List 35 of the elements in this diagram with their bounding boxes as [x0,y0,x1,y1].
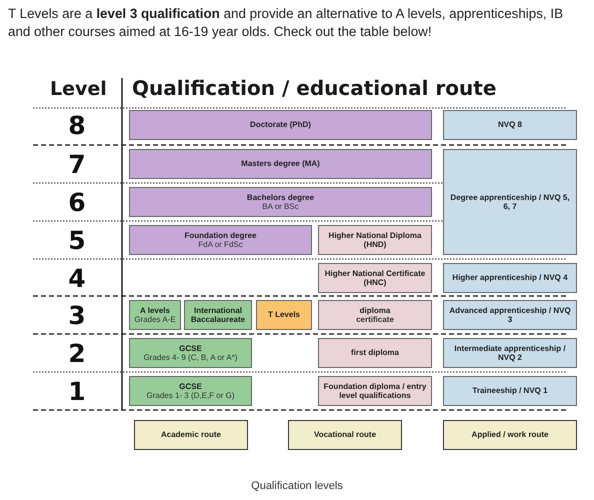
qualification-box: Doctorate (PhD) [129,110,432,140]
level-number: 6 [67,187,87,217]
level-number: 2 [67,338,87,368]
qualification-box: Higher National Certificate (HNC) [318,263,432,293]
qualification-box: GCSE Grades 1- 3 (D,E,F or G) [129,376,252,406]
column-heading: Level [50,78,107,100]
qualification-box: Masters degree (MA) [129,149,432,179]
qualification-box: Advanced apprenticeship / NVQ 3 [443,300,577,330]
column-heading: Qualification / educational route [132,76,496,100]
level-number: 1 [67,376,87,406]
qualification-box: Applied / work route [443,420,577,450]
qualification-box: Academic route [134,420,248,450]
qualification-box: Bachelors degree BA or BSc [129,187,432,217]
level-number: 8 [67,110,87,140]
level-number: 3 [67,300,87,330]
intro-paragraph: T Levels are a level 3 qualification and provide an alternative to A levels, apprenticeships, IB and other courses aimed at 16-19 year olds. Check out the table below! [8,5,564,41]
caption: Qualification levels [250,480,344,492]
qualification-box: Vocational route [288,420,402,450]
qualification-box: Foundation diploma / entry level qualifications [318,376,432,406]
qualification-box: Intermediate apprenticeship / NVQ 2 [443,338,577,368]
level-number: 5 [67,225,87,255]
qualification-box: Foundation degree FdA or FdSc [129,225,312,255]
qualification-box: GCSE Grades 4- 9 (C, B, A or A*) [129,338,252,368]
level-number: 7 [67,149,87,179]
qualification-box: Traineeship / NVQ 1 [443,376,577,406]
qualification-box: NVQ 8 [443,110,577,140]
qualification-box: diploma certificate [318,300,432,330]
level-number: 4 [67,263,87,293]
qualification-box: Degree apprenticeship / NVQ 5, 6, 7 [443,149,577,255]
qualification-box: T Levels [256,300,312,330]
qualification-box: first diploma [318,338,432,368]
qualification-box: A levels Grades A-E [129,300,181,330]
qualification-box: International Baccalaureate [184,300,252,330]
qualification-box: Higher apprenticeship / NVQ 4 [443,263,577,293]
qualification-box: Higher National Diploma (HND) [318,225,432,255]
